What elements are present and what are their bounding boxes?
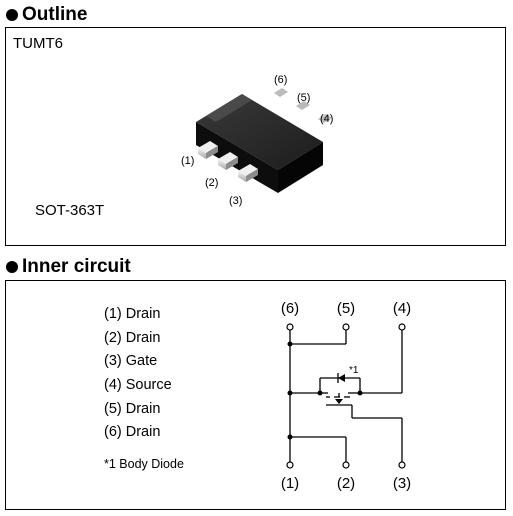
- package-name: TUMT6: [13, 35, 63, 52]
- outline-pin-label-4: (4): [320, 113, 333, 125]
- outline-pin-label-5: (5): [297, 92, 310, 104]
- junction-dot: [287, 341, 293, 347]
- diode-mark: *1: [349, 365, 359, 376]
- pin-5-terminal: [342, 323, 350, 331]
- outline-panel: TUMT6 SOT-363T: [5, 27, 506, 246]
- pin-2-lead: [218, 152, 238, 170]
- inner-circuit-heading: Inner circuit: [6, 256, 131, 278]
- outline-pin-label-6: (6): [274, 74, 287, 86]
- schematic-pin-label-5: (5): [337, 300, 355, 317]
- junction-dot: [357, 390, 363, 396]
- schematic-pin-label-4: (4): [393, 300, 411, 317]
- footnote: *1 Body Diode: [104, 457, 184, 471]
- pin-3-terminal: [398, 461, 406, 469]
- pin-function-item: (6) Drain: [104, 424, 161, 441]
- pin-function-list: (1) Drain (2) Drain (3) Gate (4) Source …: [104, 303, 172, 445]
- pin-function-item: (2) Drain: [104, 329, 161, 346]
- pin-1-lead: [198, 141, 218, 159]
- outline-pin-label-3: (3): [229, 195, 242, 207]
- pin-function-item: (4) Source: [104, 377, 172, 394]
- pin-1-terminal: [286, 461, 294, 469]
- schematic-pin-label-2: (2): [337, 475, 355, 492]
- inner-circuit-heading-text: Inner circuit: [22, 256, 131, 277]
- schematic-pin-label-6: (6): [281, 300, 299, 317]
- schematic-pin-label-1: (1): [281, 475, 299, 492]
- pin-5-lead: [296, 101, 310, 110]
- outline-pin-label-2: (2): [205, 177, 218, 189]
- bullet-icon: [6, 9, 18, 21]
- pin-function-item: (3) Gate: [104, 353, 158, 370]
- diode-icon: [338, 374, 345, 382]
- outline-heading: Outline: [6, 4, 87, 26]
- package-side-face: [278, 142, 323, 193]
- bullet-icon: [6, 261, 18, 273]
- body-arrow-icon: [335, 399, 343, 404]
- junction-dot: [287, 434, 293, 440]
- package-illustration: (1) (2) (3) (4) (5) (6): [181, 74, 333, 207]
- junction-dot: [317, 390, 323, 396]
- pin-4-lead: [318, 114, 332, 123]
- pin-3-lead: [238, 164, 258, 182]
- package-code: SOT-363T: [35, 202, 105, 219]
- pin-function-item: (5) Drain: [104, 400, 161, 417]
- outline-heading-text: Outline: [22, 4, 88, 25]
- pin-6-terminal: [286, 323, 294, 331]
- pin-6-lead: [274, 88, 288, 97]
- junction-dot: [287, 390, 293, 396]
- schematic-pin-label-3: (3): [393, 475, 411, 492]
- outline-pin-label-1: (1): [181, 155, 194, 167]
- inner-circuit-frame: [5, 280, 506, 510]
- pin1-marker: [206, 94, 252, 122]
- pin-4-terminal: [398, 323, 406, 331]
- pin-2-terminal: [342, 461, 350, 469]
- pin-function-item: (1) Drain: [104, 306, 161, 322]
